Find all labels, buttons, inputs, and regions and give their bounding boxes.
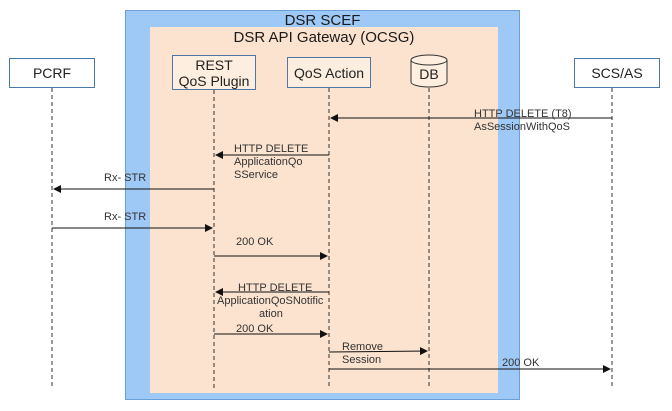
rest-label-line1: REST xyxy=(195,56,233,73)
msg-rx-str-1-label: Rx- STR xyxy=(104,172,147,184)
rest-label-line2: QoS Plugin xyxy=(178,72,250,89)
msg-delete-notification-label: HTTP DELETE ApplicationQoSNotific ation xyxy=(217,282,323,321)
msg-remove-session-line1: Remove xyxy=(342,341,383,353)
scs-as-box: SCS/AS xyxy=(574,58,660,88)
db-label: DB xyxy=(419,66,439,82)
msg-delete-appqos-line2: ApplicationQo xyxy=(234,156,303,168)
msg-delete-notification-line1: HTTP DELETE xyxy=(238,282,313,294)
msg-delete-t8-line1: HTTP DELETE (T8) xyxy=(474,108,572,120)
pcrf-label: PCRF xyxy=(32,65,72,81)
msg-200ok-1-label: 200 OK xyxy=(236,236,274,248)
msg-remove-session-line2: Session xyxy=(342,354,382,366)
qos-action-label: QoS Action xyxy=(293,64,365,81)
msg-delete-notification-line3: ation xyxy=(259,308,283,320)
msg-200ok-3-label: 200 OK xyxy=(502,357,540,369)
msg-delete-appqos-line3: SService xyxy=(234,169,279,181)
arrow-qos-to-db-remove xyxy=(328,347,428,356)
msg-delete-t8-label: HTTP DELETE (T8) AsSessionWithQoS xyxy=(474,108,572,134)
api-gateway-title: DSR API Gateway (OCSG) xyxy=(233,29,415,46)
msg-remove-session-label: Remove Session xyxy=(342,341,383,367)
msg-delete-notification-line2: ApplicationQoSNotific xyxy=(217,295,324,307)
scs-as-label: SCS/AS xyxy=(591,65,643,81)
rest-qos-plugin-box: REST QoS Plugin xyxy=(172,55,256,90)
dsr-scef-title: DSR SCEF xyxy=(284,12,361,29)
msg-delete-appqos-line1: HTTP DELETE xyxy=(234,143,309,155)
pcrf-box: PCRF xyxy=(9,58,95,88)
msg-delete-appqos-label: HTTP DELETE ApplicationQo SService xyxy=(234,143,308,182)
db-cylinder-icon xyxy=(410,54,448,88)
msg-delete-t8-line2: AsSessionWithQoS xyxy=(474,121,570,133)
qos-action-box: QoS Action xyxy=(287,57,371,88)
msg-rx-str-2-label: Rx- STR xyxy=(104,211,147,223)
msg-200ok-2-label: 200 OK xyxy=(236,323,274,335)
